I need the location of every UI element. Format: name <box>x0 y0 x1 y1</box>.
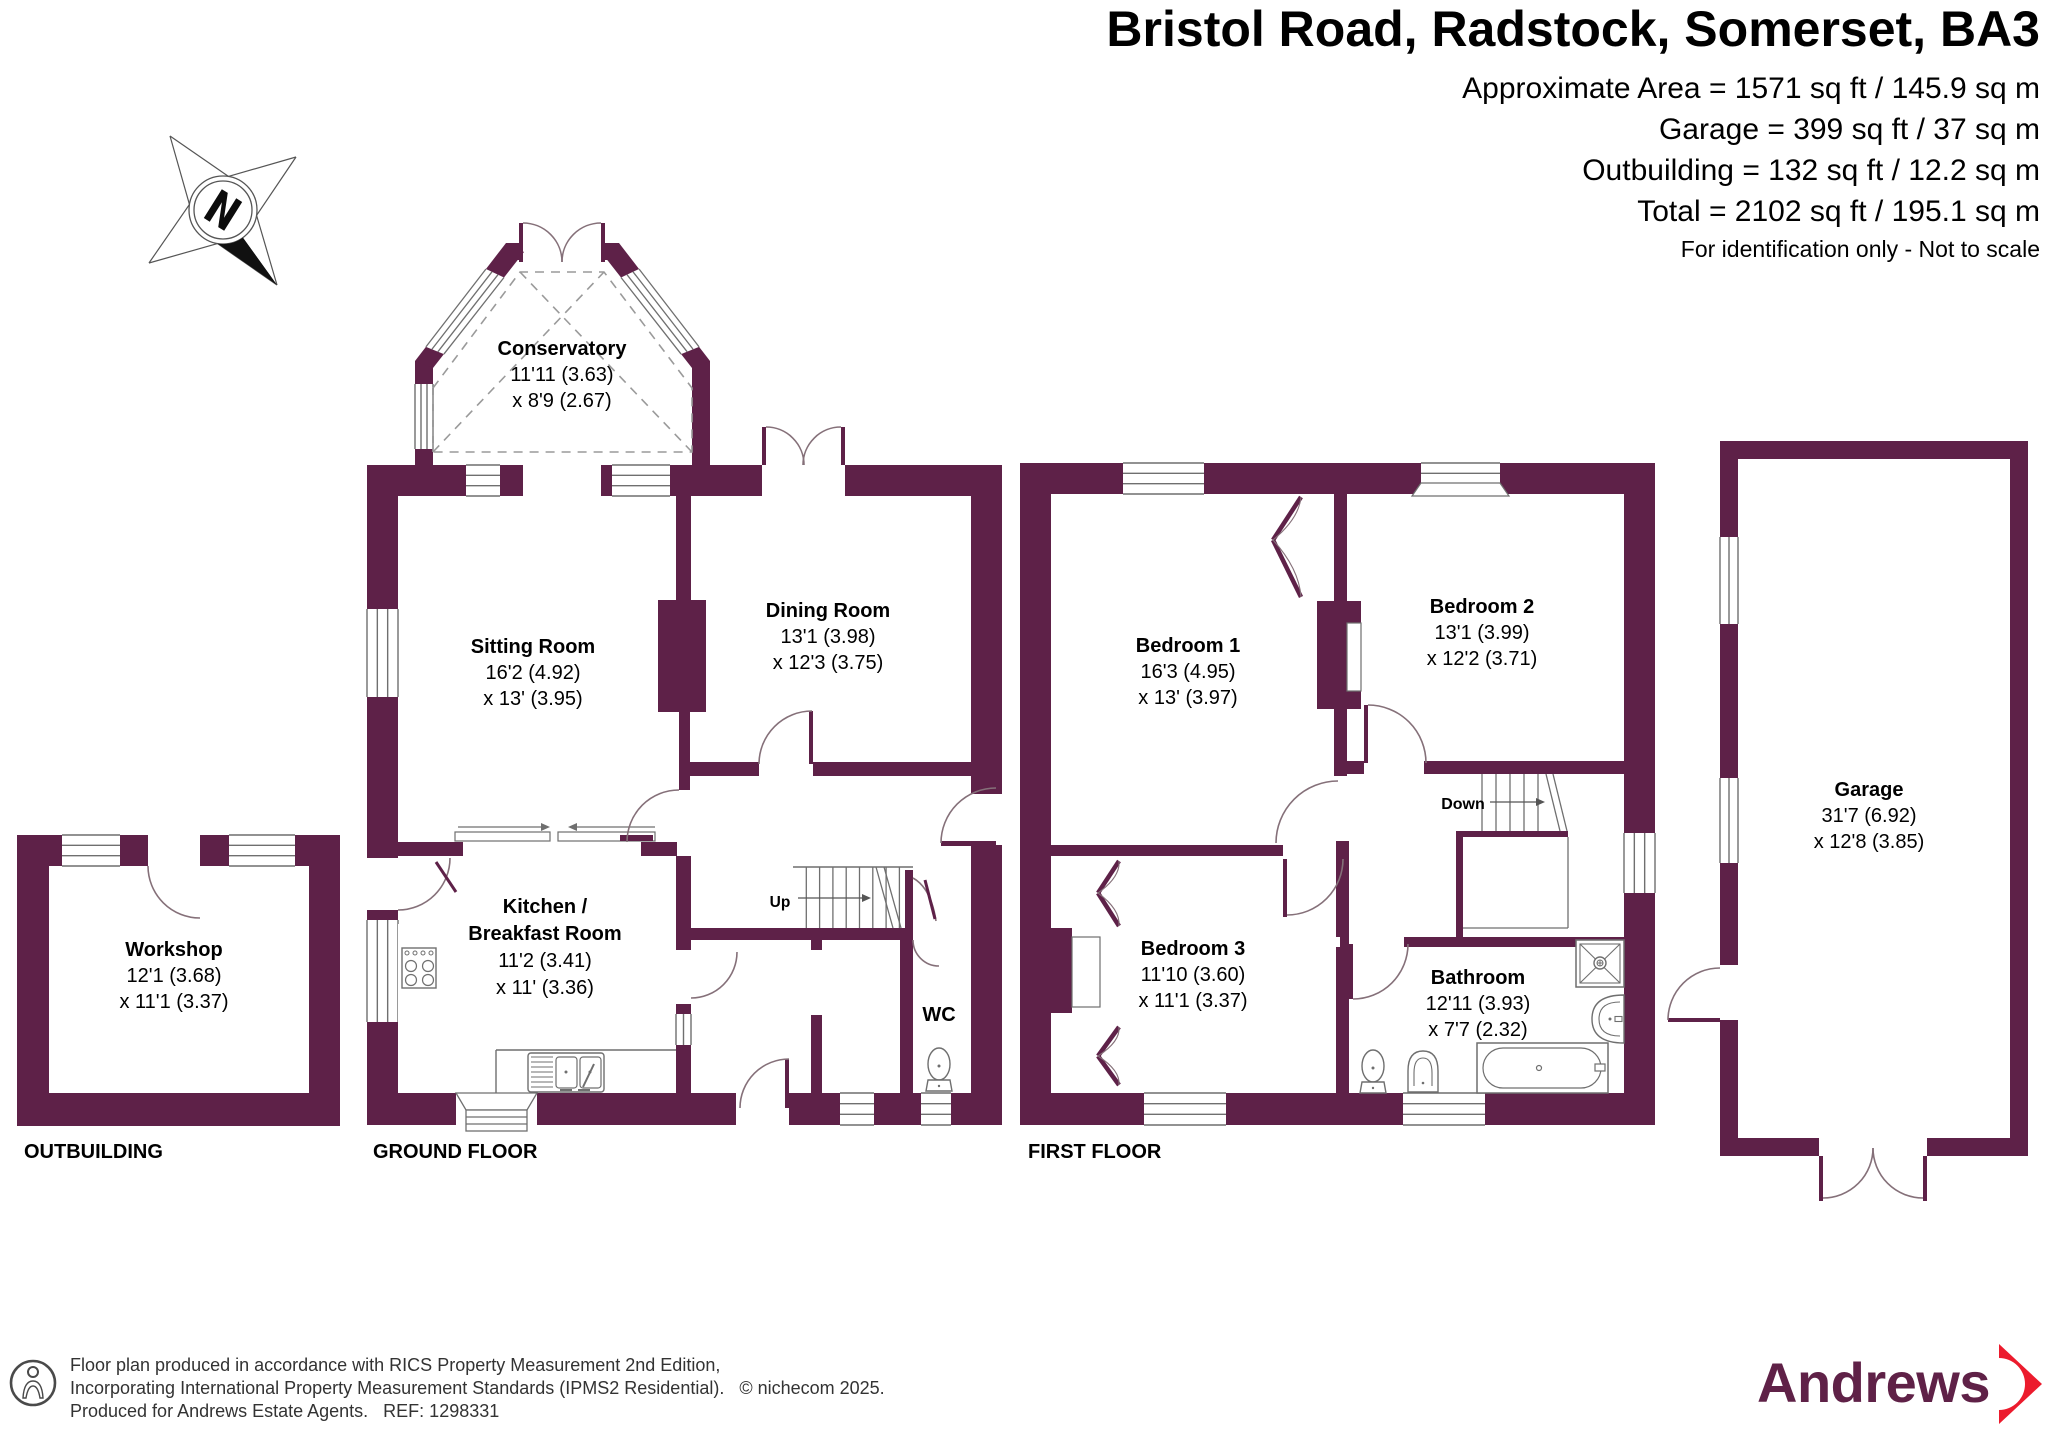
svg-text:16'3 (4.95): 16'3 (4.95) <box>1141 661 1236 683</box>
svg-text:11'10 (3.60): 11'10 (3.60) <box>1141 964 1246 986</box>
svg-text:12'1 (3.68): 12'1 (3.68) <box>127 965 222 987</box>
svg-text:Sitting Room: Sitting Room <box>471 636 595 658</box>
svg-text:Garage = 399 sq ft / 37 sq m: Garage = 399 sq ft / 37 sq m <box>1659 113 2040 146</box>
svg-text:GROUND FLOOR: GROUND FLOOR <box>373 1141 538 1163</box>
svg-text:Incorporating International Pr: Incorporating International Property Mea… <box>70 1378 885 1398</box>
svg-text:13'1 (3.99): 13'1 (3.99) <box>1435 622 1530 644</box>
svg-text:x 12'3 (3.75): x 12'3 (3.75) <box>773 652 884 674</box>
svg-text:11'2 (3.41): 11'2 (3.41) <box>498 950 592 972</box>
svg-text:31'7 (6.92): 31'7 (6.92) <box>1822 805 1917 827</box>
svg-text:Workshop: Workshop <box>125 939 222 961</box>
svg-text:Approximate Area = 1571 sq ft: Approximate Area = 1571 sq ft / 145.9 sq… <box>1462 72 2040 105</box>
svg-text:OUTBUILDING: OUTBUILDING <box>24 1141 163 1163</box>
svg-text:Bristol Road, Radstock, Somers: Bristol Road, Radstock, Somerset, BA3 <box>1106 1 2040 57</box>
svg-text:12'11 (3.93): 12'11 (3.93) <box>1426 993 1531 1015</box>
svg-text:Floor plan produced in accorda: Floor plan produced in accordance with R… <box>70 1355 720 1375</box>
svg-text:Bedroom 1: Bedroom 1 <box>1136 635 1240 657</box>
svg-text:16'2 (4.92): 16'2 (4.92) <box>486 662 581 684</box>
svg-text:x 7'7 (2.32): x 7'7 (2.32) <box>1428 1019 1527 1041</box>
svg-text:13'1 (3.98): 13'1 (3.98) <box>781 626 876 648</box>
svg-text:Conservatory: Conservatory <box>498 338 628 360</box>
svg-text:Andrews: Andrews <box>1757 1351 1990 1414</box>
svg-text:Bedroom 2: Bedroom 2 <box>1430 596 1534 618</box>
svg-text:x 12'8 (3.85): x 12'8 (3.85) <box>1814 831 1925 853</box>
svg-text:11'11 (3.63): 11'11 (3.63) <box>510 364 613 386</box>
svg-text:x 11'1 (3.37): x 11'1 (3.37) <box>119 991 228 1013</box>
svg-text:Bedroom 3: Bedroom 3 <box>1141 938 1245 960</box>
svg-text:x 11' (3.36): x 11' (3.36) <box>496 977 594 999</box>
svg-text:Breakfast Room: Breakfast Room <box>468 923 621 945</box>
svg-text:x 13' (3.95): x 13' (3.95) <box>483 688 582 710</box>
svg-text:WC: WC <box>922 1004 955 1026</box>
svg-text:For identification only - Not: For identification only - Not to scale <box>1681 236 2040 262</box>
svg-text:x 11'1 (3.37): x 11'1 (3.37) <box>1138 990 1247 1012</box>
svg-text:Garage: Garage <box>1835 779 1904 801</box>
svg-text:Up: Up <box>770 894 791 911</box>
svg-text:FIRST FLOOR: FIRST FLOOR <box>1028 1141 1162 1163</box>
svg-text:x 13' (3.97): x 13' (3.97) <box>1138 687 1237 709</box>
svg-text:Bathroom: Bathroom <box>1431 967 1525 989</box>
svg-text:Down: Down <box>1441 796 1485 813</box>
svg-text:Outbuilding = 132 sq ft / 12.2: Outbuilding = 132 sq ft / 12.2 sq m <box>1582 154 2040 187</box>
svg-text:x 12'2 (3.71): x 12'2 (3.71) <box>1427 648 1538 670</box>
svg-text:Total = 2102 sq ft / 195.1 sq: Total = 2102 sq ft / 195.1 sq m <box>1637 195 2040 228</box>
svg-text:Produced for Andrews Estate Ag: Produced for Andrews Estate Agents. REF:… <box>70 1401 499 1421</box>
svg-text:Dining Room: Dining Room <box>766 600 890 622</box>
svg-text:x 8'9 (2.67): x 8'9 (2.67) <box>512 390 611 412</box>
svg-text:Kitchen /: Kitchen / <box>503 896 588 918</box>
